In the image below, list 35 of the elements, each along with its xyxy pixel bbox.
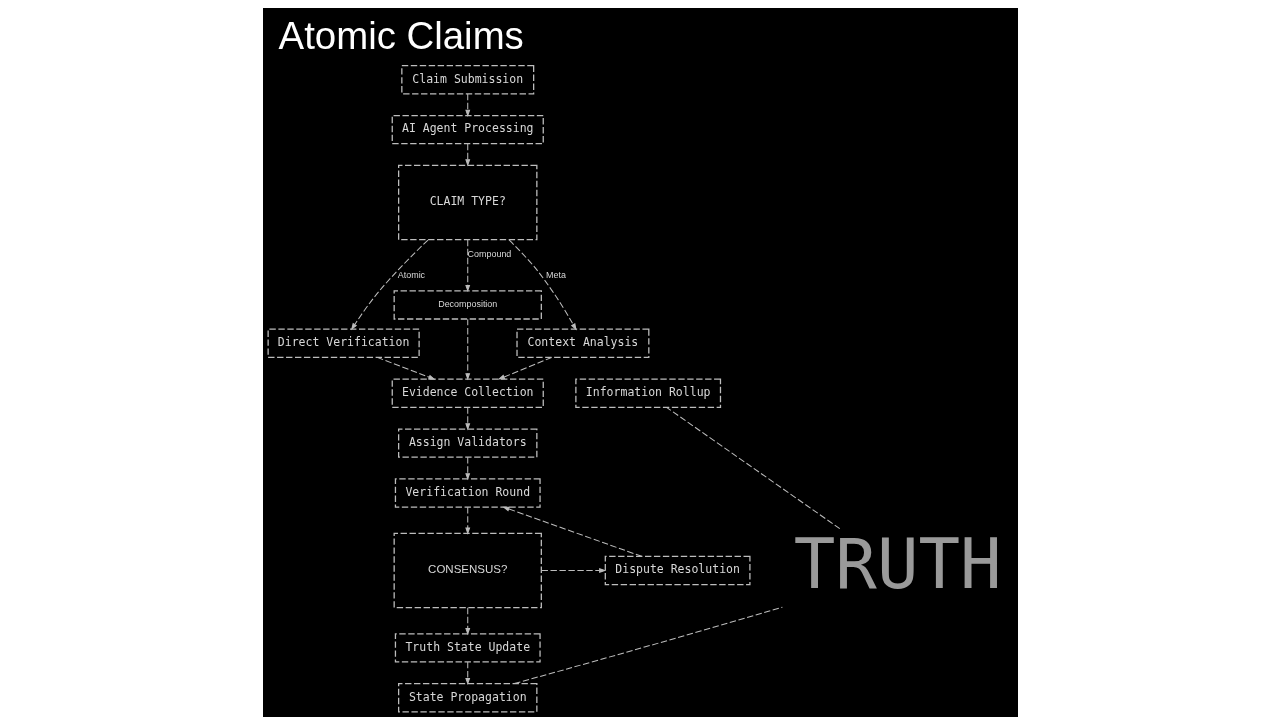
arrow [508, 239, 577, 331]
node-box: Evidence Collection [391, 378, 544, 408]
node-text: TRUTH [793, 523, 1002, 604]
node-box: Assign Validators [397, 428, 537, 458]
node-box: Direct Verification [267, 328, 420, 358]
node-box: Information Rollup [574, 378, 721, 408]
connector [513, 606, 783, 685]
node-box: CLAIM TYPE? [397, 164, 537, 241]
node-box: Verification Round [394, 478, 541, 508]
arrow [464, 607, 470, 636]
node-box: CONSENSUS? [393, 532, 542, 609]
arrow [464, 406, 470, 431]
node-box: State Propagation [397, 683, 537, 713]
arrow [464, 661, 470, 686]
arrow [464, 318, 470, 381]
node-box: Decomposition [393, 290, 542, 320]
edge-label: Meta [545, 269, 566, 280]
arrow [464, 239, 470, 293]
arrow [376, 356, 436, 380]
diagram-title: Atomic Claims [278, 13, 524, 57]
arrow [464, 143, 470, 167]
edge-label: Atomic [397, 269, 425, 280]
arrow [350, 239, 428, 331]
arrow [501, 506, 642, 557]
node-box: Claim Submission [400, 65, 534, 95]
arrow [540, 567, 606, 573]
node-box: AI Agent Processing [391, 114, 544, 145]
edge-label: Compound [467, 249, 511, 260]
arrow [464, 456, 470, 481]
node-box: Context Analysis [515, 328, 649, 358]
arrow [464, 93, 470, 117]
node-box: Dispute Resolution [604, 555, 751, 586]
node-box: Truth State Update [394, 633, 541, 663]
connector [665, 406, 840, 530]
arrow [464, 506, 470, 535]
